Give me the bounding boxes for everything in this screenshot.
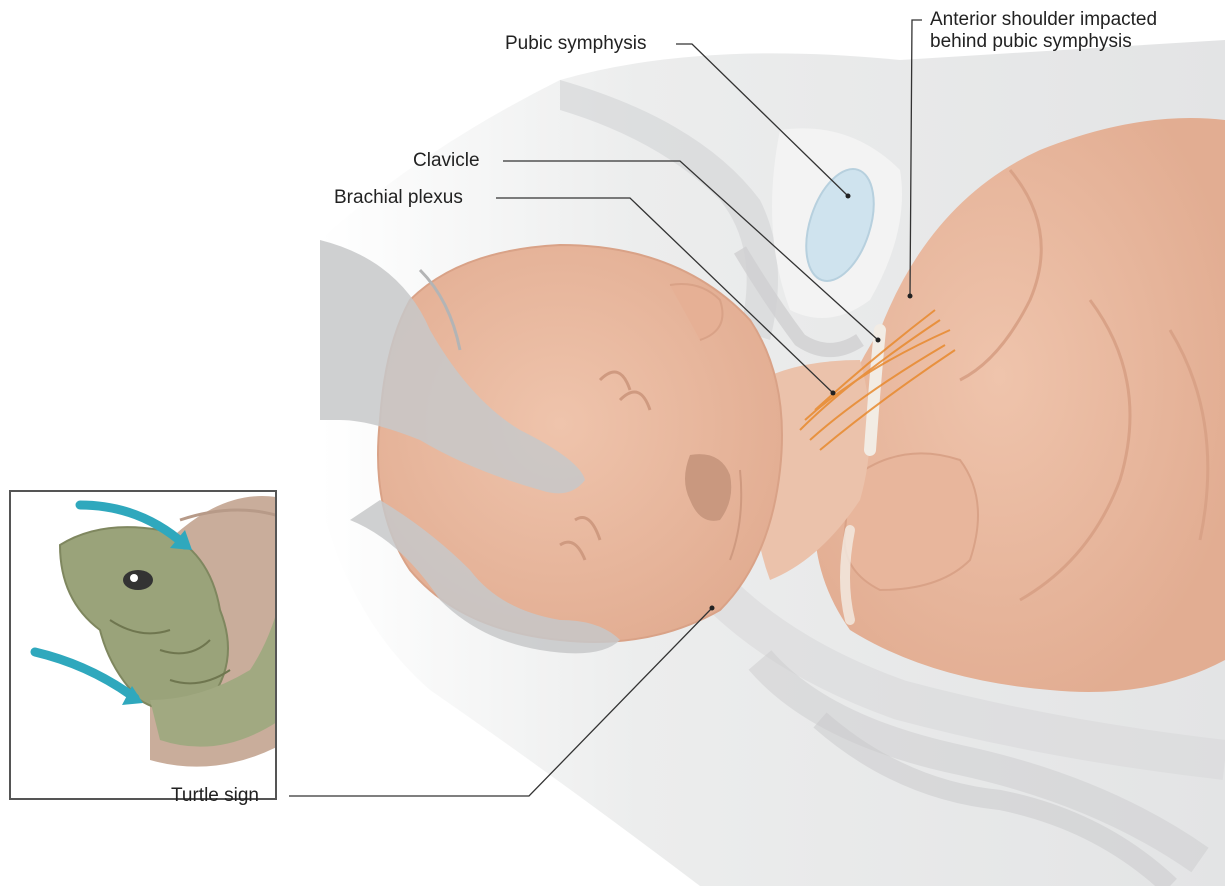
label-turtle-sign: Turtle sign xyxy=(171,785,259,807)
label-clavicle: Clavicle xyxy=(413,150,480,172)
turtle-sign-inset xyxy=(10,491,290,799)
label-anterior-shoulder-line1: Anterior shoulder impacted xyxy=(930,9,1157,31)
label-pubic-symphysis: Pubic symphysis xyxy=(505,33,647,55)
label-anterior-shoulder-line2: behind pubic symphysis xyxy=(930,31,1132,53)
label-brachial-plexus: Brachial plexus xyxy=(334,187,463,209)
